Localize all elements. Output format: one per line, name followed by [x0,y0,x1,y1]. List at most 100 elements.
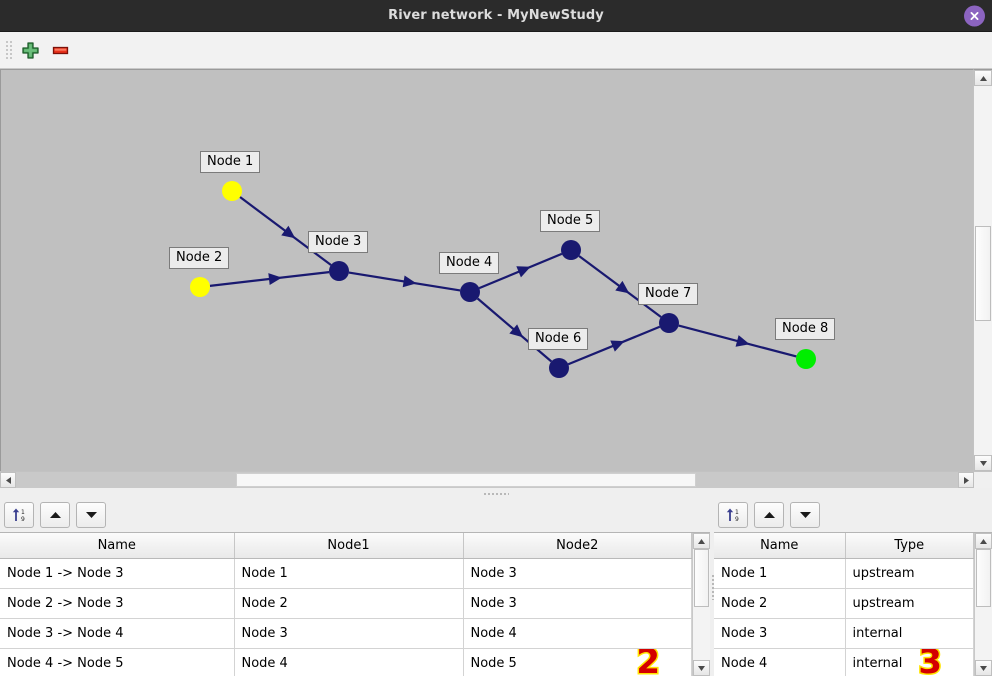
table-cell[interactable]: Node 2 [234,588,464,619]
sort-button[interactable]: 1 9 [4,502,34,528]
graph-node-n8[interactable] [796,349,816,369]
reaches-scroll-down-arrow-icon[interactable] [693,660,710,676]
remove-node-button[interactable] [45,36,75,64]
table-cell[interactable]: Node 2 -> Node 3 [0,588,235,619]
window-title: River network - MyNewStudy [388,8,604,23]
close-icon[interactable] [964,5,985,26]
move-up-button[interactable] [40,502,70,528]
svg-text:1: 1 [21,509,25,516]
graph-node-label-n7[interactable]: Node 7 [638,283,699,305]
nodes-scroll-down-arrow-icon[interactable] [975,660,992,676]
canvas-vscroll-thumb[interactable] [975,226,991,321]
reaches-vscroll-thumb[interactable] [694,549,709,607]
edge-arrow-icon [735,335,750,347]
move-up-button[interactable] [754,502,784,528]
table-cell[interactable]: Node 3 [463,588,692,619]
add-node-button[interactable] [15,36,45,64]
reaches-vertical-scrollbar[interactable] [692,533,710,676]
arrow-up-icon [763,512,775,518]
table-cell[interactable]: upstream [845,588,974,619]
edge-arrow-icon [615,280,630,294]
table-cell[interactable]: Node 1 [234,558,464,589]
network-canvas[interactable]: Node 1 Node 2 Node 3 Node 4 Node 5 Node 6 Node… [0,69,973,471]
nodes-vscroll-track[interactable] [975,549,992,660]
graph-node-n2[interactable] [190,277,210,297]
move-down-button[interactable] [76,502,106,528]
canvas-hscroll-track[interactable] [16,472,958,488]
reaches-column-header[interactable]: Node1 [234,533,464,559]
table-cell[interactable]: internal [845,618,974,649]
table-cell[interactable]: Node 2 [714,588,846,619]
graph-node-label-n8[interactable]: Node 8 [775,318,836,340]
table-cell[interactable]: Node 4 [714,648,846,676]
graph-node-n3[interactable] [329,261,349,281]
sort-icon: 1 9 [726,508,739,523]
vertical-splitter[interactable] [710,498,714,676]
scroll-up-arrow-icon[interactable] [974,70,992,86]
table-cell[interactable]: Node 4 [463,618,692,649]
horizontal-splitter[interactable] [0,488,992,498]
reaches-column-header[interactable]: Node2 [463,533,692,559]
canvas-hscroll-thumb[interactable] [236,473,696,487]
canvas-vertical-scrollbar[interactable] [973,69,992,471]
graph-node-n7[interactable] [659,313,679,333]
graph-node-label-n5[interactable]: Node 5 [540,210,601,232]
nodes-vertical-scrollbar[interactable] [974,533,992,676]
table-cell[interactable]: Node 4 [234,648,464,676]
reaches-toolbar: 1 9 [0,498,710,532]
graph-node-label-n1[interactable]: Node 1 [200,151,261,173]
table-cell[interactable]: Node 3 -> Node 4 [0,618,235,649]
reaches-scroll-up-arrow-icon[interactable] [693,533,710,549]
move-down-button[interactable] [790,502,820,528]
scroll-right-arrow-icon[interactable] [958,472,974,488]
table-cell[interactable]: Node 1 [714,558,846,589]
graph-node-n5[interactable] [561,240,581,260]
table-cell[interactable]: Node 3 [463,558,692,589]
graph-node-label-n6[interactable]: Node 6 [528,328,589,350]
nodes-vscroll-thumb[interactable] [976,549,991,607]
nodes-scroll-up-arrow-icon[interactable] [975,533,992,549]
nodes-column-header[interactable]: Name [714,533,846,559]
scroll-down-arrow-icon[interactable] [974,455,992,471]
main-toolbar [0,32,992,69]
edge-arrow-icon [402,275,417,288]
graph-node-label-n2[interactable]: Node 2 [169,247,230,269]
reaches-column-header[interactable]: Name [0,533,235,559]
toolbar-grip[interactable] [4,39,12,61]
graph-node-n6[interactable] [549,358,569,378]
graph-node-n4[interactable] [460,282,480,302]
title-bar: River network - MyNewStudy [0,0,992,32]
canvas-vscroll-track[interactable] [974,86,992,455]
graph-node-label-n4[interactable]: Node 4 [439,252,500,274]
table-cell[interactable]: Node 1 -> Node 3 [0,558,235,589]
table-cell[interactable]: Node 3 [234,618,464,649]
graph-node-n1[interactable] [222,181,242,201]
nodes-column-header[interactable]: Type [845,533,974,559]
scroll-left-arrow-icon[interactable] [0,472,16,488]
table-cell[interactable]: upstream [845,558,974,589]
reaches-vscroll-track[interactable] [693,549,710,660]
edge-arrow-icon [509,324,524,338]
table-cell[interactable]: Node 3 [714,618,846,649]
plus-icon [21,41,39,59]
table-cell[interactable]: Node 4 -> Node 5 [0,648,235,676]
sort-button[interactable]: 1 9 [718,502,748,528]
graph-node-label-n3[interactable]: Node 3 [308,231,369,253]
canvas-horizontal-scrollbar[interactable] [0,471,992,488]
sort-icon: 1 9 [12,508,25,523]
